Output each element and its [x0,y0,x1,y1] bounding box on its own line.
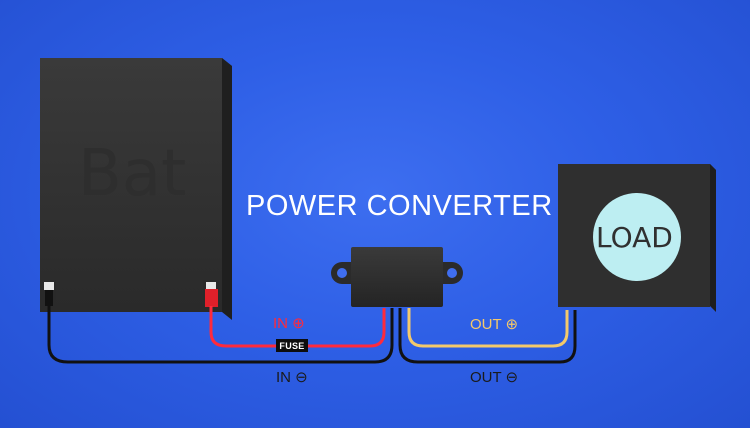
negative-terminal [40,280,56,308]
fuse-label: FUSE [276,339,308,352]
load-label: LOAD [596,221,673,254]
battery-label: Bat [78,137,187,211]
positive-terminal [203,280,219,308]
load-circle [593,193,681,281]
power-converter-module [331,247,463,307]
battery-box [40,58,232,320]
in-negative-label: IN ⊖ [276,369,308,386]
in-negative-wire [47,306,394,364]
out-negative-wire [398,308,577,364]
out-negative-label: OUT ⊖ [470,369,519,386]
out-positive-label: OUT ⊕ [470,316,519,333]
load-box [558,164,716,312]
in-positive-label: IN ⊕ [273,315,305,332]
out-positive-wire [407,308,569,348]
diagram-title: POWER CONVERTER [246,190,553,222]
